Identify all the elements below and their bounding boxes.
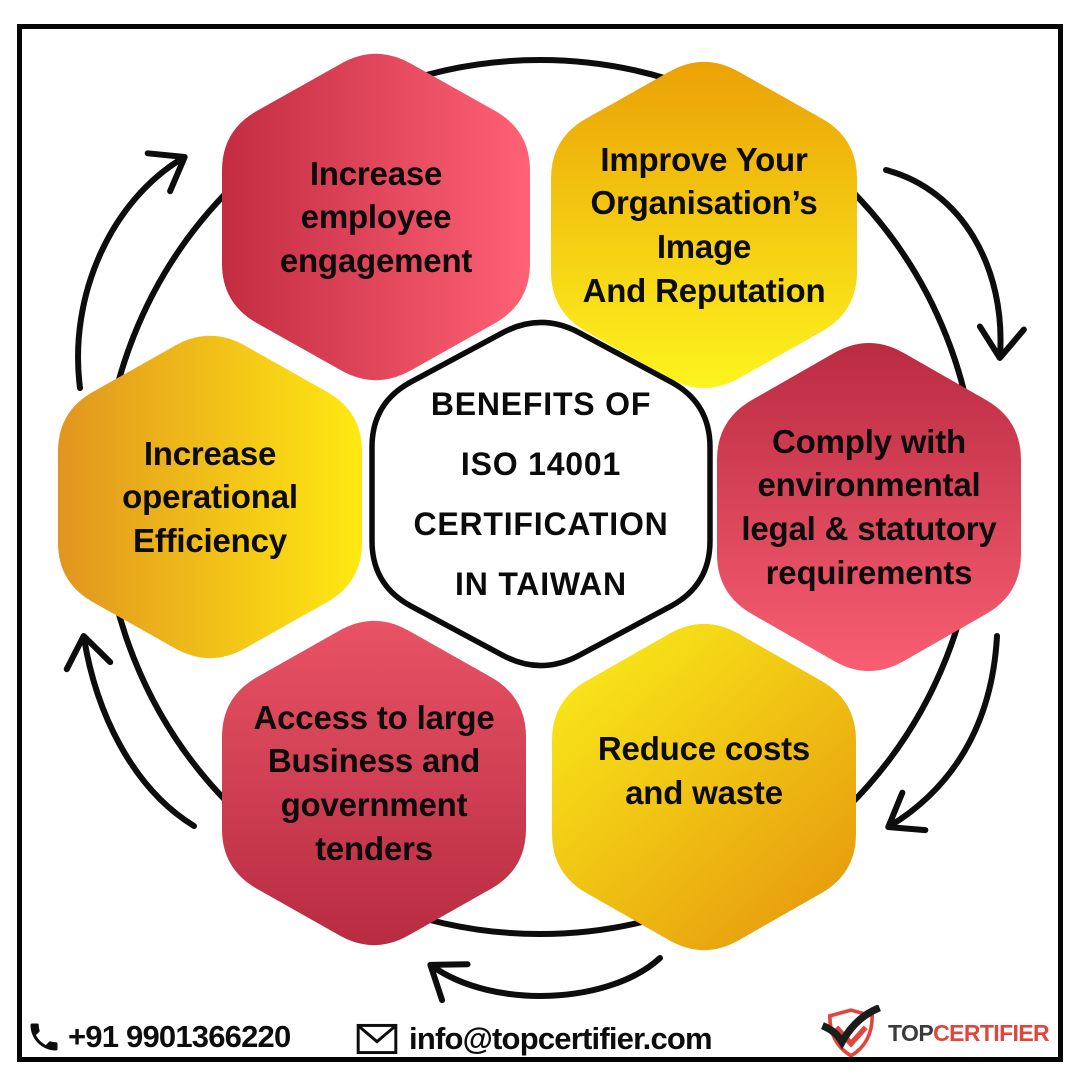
hexagon-reduce-costs-and-waste (552, 623, 856, 951)
center-title: BENEFITS OF ISO 14001 CERTIFICATION IN T… (413, 385, 669, 603)
logo-text-certifier: CERTIFIER (933, 1019, 1050, 1046)
hexagon-center (369, 319, 713, 669)
flow-arrow-right-top (883, 167, 1027, 361)
shield-check-icon (820, 1005, 882, 1058)
flow-arrow-bottom (427, 955, 663, 1004)
phone-icon (30, 1023, 58, 1051)
hexagon-improve-organisation-image (551, 61, 857, 389)
email-contact: info@topcertifier.com (356, 1021, 713, 1057)
hexagon-access-to-tenders (222, 620, 526, 946)
phone-contact: +91 9901366220 (26, 1019, 291, 1055)
hexagon-label-access-to-tenders: Access to large Business and government … (253, 698, 495, 867)
hexagon-label-improve-organisation-image: Improve Your Organisation’s Image And Re… (582, 140, 826, 309)
hexagon-comply-environmental-requirements (717, 342, 1021, 672)
hexagon-label-increase-operational-efficiency: Increase operational Efficiency (122, 434, 298, 559)
flow-arrow-top-left (75, 150, 188, 391)
logo-text-top: TOP (888, 1019, 934, 1046)
hexagon-label-comply-environmental-requirements: Comply with environmental legal & statut… (741, 422, 997, 591)
hexagon-increase-employee-engagement (222, 53, 530, 381)
hexagon-label-increase-employee-engagement: Increase employee engagement (279, 154, 473, 279)
hexagon-label-reduce-costs-and-waste: Reduce costs and waste (597, 730, 811, 811)
email-icon (356, 1023, 398, 1055)
email-address: info@topcertifier.com (409, 1021, 713, 1056)
flow-arrow-right-bottom (885, 633, 1000, 834)
flow-arrow-left-bottom (63, 633, 197, 829)
topcertifier-logo: TOPCERTIFIER (820, 1005, 1050, 1061)
hexagon-increase-operational-efficiency (58, 335, 362, 659)
phone-number: +91 9901366220 (68, 1019, 291, 1054)
